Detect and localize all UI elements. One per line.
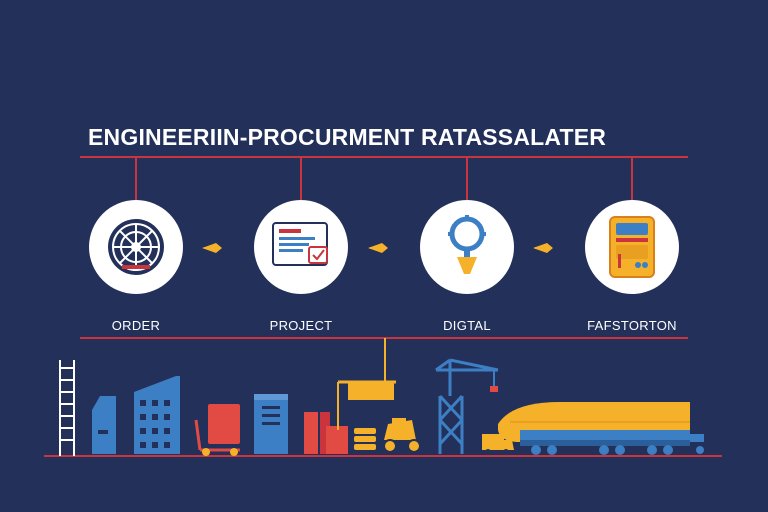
stage-label-project: PROJECT	[269, 318, 333, 333]
hanging-load-icon	[337, 380, 396, 430]
diagram-title: ENGINEERIIN-PROCURMENT RATASSALATER	[88, 124, 607, 150]
hand-truck-icon	[194, 404, 240, 456]
ladder-icon	[59, 360, 75, 456]
coils-icon	[354, 428, 376, 450]
delivery-truck-icon	[482, 434, 514, 455]
arrow-icon	[533, 243, 553, 253]
stage-node-fafstorton	[585, 200, 679, 294]
forklift-icon	[383, 418, 421, 453]
machine-cabinet-icon	[92, 396, 116, 454]
building-icon	[134, 376, 180, 454]
stage-label-fafstorton: FAFSTORTON	[587, 318, 677, 333]
stage-node-project	[254, 200, 348, 294]
industrial-scene	[59, 358, 704, 456]
arrow-icon	[202, 243, 222, 253]
crane-hook-icon	[490, 386, 498, 392]
document-checklist-icon	[272, 222, 328, 266]
barrels-icon	[304, 412, 348, 454]
ship-wheel-icon	[108, 219, 164, 275]
stage-label-order: ORDER	[111, 318, 161, 333]
stage-node-digital	[420, 200, 514, 294]
stage-node-order	[89, 200, 183, 294]
train-icon	[498, 402, 704, 455]
tower-crane-icon	[435, 358, 499, 454]
magnifier-icon	[448, 215, 486, 274]
stage-label-digital: DIGTAL	[443, 318, 491, 333]
arrow-icon	[368, 243, 388, 253]
control-panel-icon	[609, 216, 655, 278]
server-rack-icon	[254, 394, 288, 454]
